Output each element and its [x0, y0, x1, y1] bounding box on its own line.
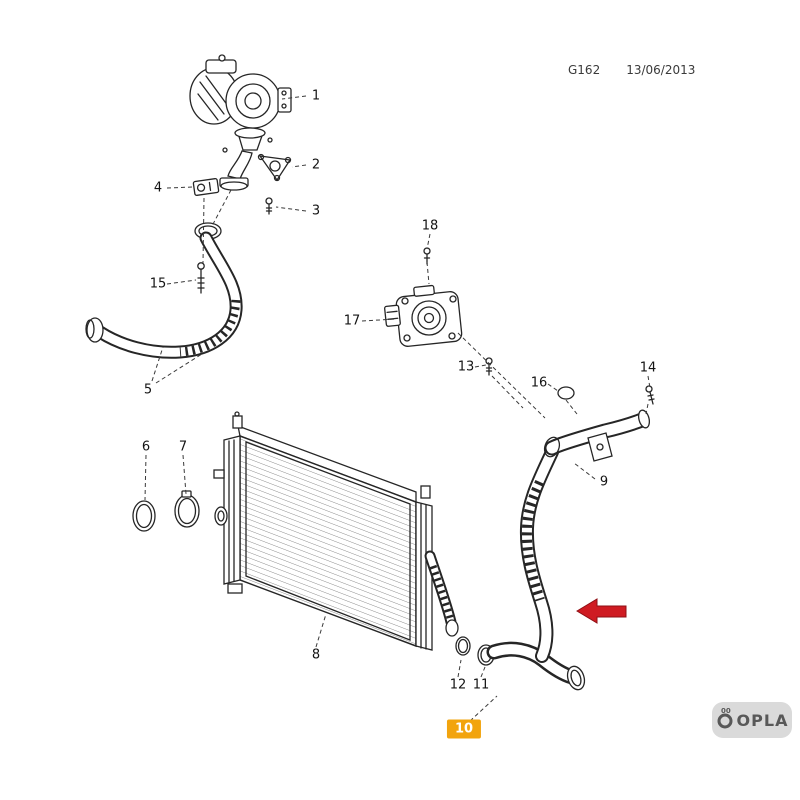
bolt-18-art — [423, 247, 431, 265]
part-callout-4[interactable]: 4 — [153, 180, 163, 196]
turbocharger-art — [189, 54, 292, 191]
part-callout-8[interactable]: 8 — [311, 647, 321, 663]
part-callout-7[interactable]: 7 — [178, 439, 188, 455]
charge-air-hose-art — [519, 445, 559, 663]
part-callout-18[interactable]: 18 — [421, 218, 439, 234]
clamp-ring-7-art — [174, 490, 200, 528]
part-callout-10[interactable]: 10 — [446, 719, 482, 739]
seal-ring-6-art — [132, 500, 156, 532]
bracket-art — [192, 178, 220, 196]
highlight-arrow — [576, 598, 627, 624]
charger-hose-art — [85, 231, 243, 359]
o-ring-art — [557, 386, 575, 400]
part-callout-12[interactable]: 12 — [449, 677, 467, 693]
diagram-code: G162 — [568, 63, 601, 77]
part-callout-2[interactable]: 2 — [311, 157, 321, 173]
part-callout-1[interactable]: 1 — [311, 88, 321, 104]
stud-bolt-art — [197, 262, 205, 294]
part-callout-15[interactable]: 15 — [149, 276, 167, 292]
part-callout-17[interactable]: 17 — [343, 313, 361, 329]
throttle-body-art — [384, 284, 463, 347]
leader-lines — [144, 95, 651, 722]
opla-logo-watermark: 00 OPLA — [712, 702, 792, 738]
part-callout-6[interactable]: 6 — [141, 439, 151, 455]
logo-prefix-text: 00 — [721, 707, 731, 715]
part-callout-14[interactable]: 14 — [639, 360, 657, 376]
part-callout-16[interactable]: 16 — [530, 375, 548, 391]
part-callout-11[interactable]: 11 — [472, 677, 490, 693]
part-callout-13[interactable]: 13 — [457, 359, 475, 375]
part-callout-5[interactable]: 5 — [143, 382, 153, 398]
opla-ring-icon — [717, 713, 733, 729]
bolt-14-art — [645, 385, 655, 405]
gasket-art — [257, 153, 292, 182]
clamp-12-art — [455, 636, 471, 656]
diagram-header: G162 13/06/2013 — [568, 63, 695, 77]
intercooler-art — [213, 411, 459, 651]
charge-pipe-art — [543, 409, 651, 462]
bolt-13-art — [485, 357, 493, 376]
part-callout-9[interactable]: 9 — [599, 474, 609, 490]
bolt-3-art — [265, 197, 273, 215]
part-callout-3[interactable]: 3 — [311, 203, 321, 219]
logo-brand-text: OPLA — [736, 710, 789, 730]
diagram-date: 13/06/2013 — [626, 63, 696, 77]
